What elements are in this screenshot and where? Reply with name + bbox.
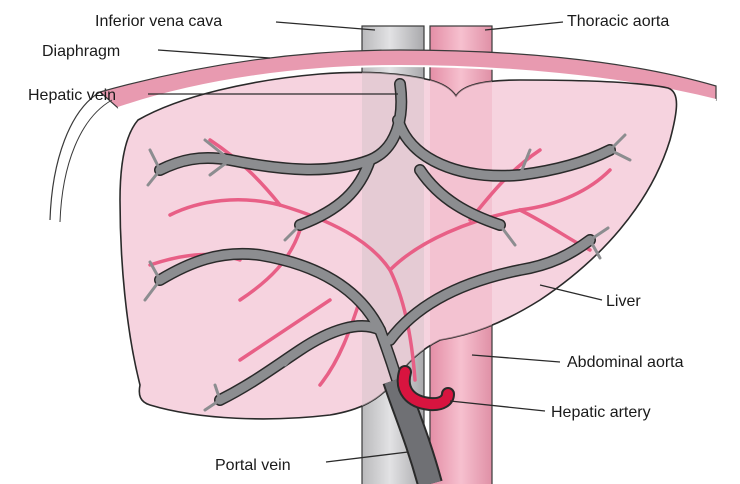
label-thoracic-aorta: Thoracic aorta <box>567 13 669 30</box>
leader-diaphragm <box>158 50 270 58</box>
label-hepatic-vein: Hepatic vein <box>28 87 116 104</box>
leader-inferior-vena-cava <box>276 22 375 30</box>
label-hepatic-artery: Hepatic artery <box>551 404 651 421</box>
label-abdominal-aorta: Abdominal aorta <box>567 354 684 371</box>
label-diaphragm: Diaphragm <box>42 43 120 60</box>
label-inferior-vena-cava: Inferior vena cava <box>95 13 222 30</box>
leader-thoracic-aorta <box>485 22 563 30</box>
label-liver: Liver <box>606 293 641 310</box>
label-portal-vein: Portal vein <box>215 457 291 474</box>
